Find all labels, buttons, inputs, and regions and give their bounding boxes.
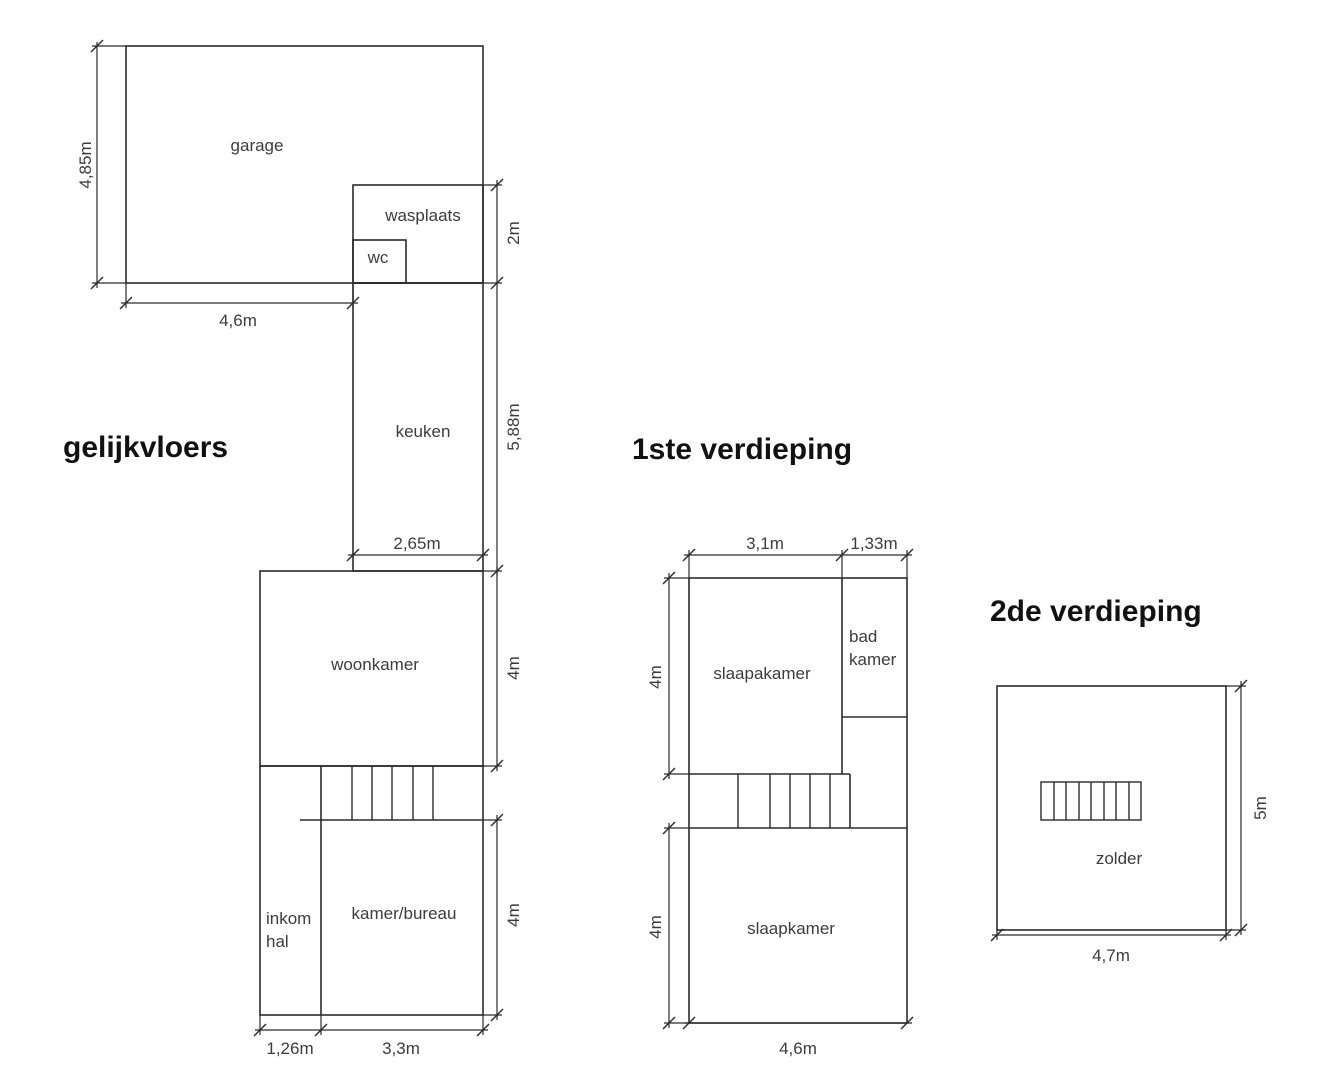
kamer-bureau-width-label: 3,3m [382,1039,420,1058]
ground-floor-dimension-lines [96,42,498,1031]
ground-floor-dimension-labels: 4,85m 4,6m 2m 5,88m 2,65m 4m 4m 1,26m 3,… [76,141,523,1058]
kamer-bureau-depth-label: 4m [504,903,523,927]
tick-mark [90,276,104,290]
tick-mark [662,1016,676,1030]
first-floor-title: 1ste verdieping [632,433,852,466]
first-floor-room-labels: slaapakamer bad kamer slaapkamer [713,627,896,938]
tick-mark [1219,928,1233,942]
tick-mark [1234,679,1248,693]
second-floor-tick-marks [990,679,1248,942]
tick-mark [314,1023,328,1037]
tick-mark [900,1016,914,1030]
tick-mark [490,813,504,827]
slaapkamer-label: slaapkamer [747,919,835,938]
second-floor-title: 2de verdieping [990,595,1202,628]
first-floor-dimension-labels: 3,1m 1,33m 4m 4m 4,6m [646,534,898,1058]
first-floor-plan: 1ste verdieping [632,433,914,1058]
slaapakamer-depth-label: 4m [646,665,665,689]
tick-mark [346,548,360,562]
garage-walls [125,45,484,284]
kamer-bureau-label: kamer/bureau [352,904,457,923]
tick-mark [253,1023,267,1037]
tick-mark [1234,923,1248,937]
keuken-width-label: 2,65m [393,534,440,553]
ground-floor-title: gelijkvloers [63,431,228,464]
tick-mark [990,928,1004,942]
tick-mark [662,571,676,585]
wc-label: wc [367,248,389,267]
tick-mark [490,759,504,773]
garage-depth-label: 4,85m [76,141,95,188]
ground-floor-stairs [351,766,434,820]
first-floor-stairs [737,774,831,828]
tick-mark [835,548,849,562]
tick-mark [90,39,104,53]
tick-mark [662,767,676,781]
second-floor-extension-lines [996,685,1246,940]
tick-mark [662,821,676,835]
first-floor-total-width-label: 4,6m [779,1039,817,1058]
tick-mark [476,548,490,562]
second-floor-plan: 2de verdieping zold [990,595,1270,965]
tick-mark [119,296,133,310]
ground-floor-walls [125,45,484,1016]
wasplaats-walls [352,184,484,284]
woonkamer-label: woonkamer [330,655,419,674]
inkom-hal-width-label: 1,26m [266,1039,313,1058]
garage-label: garage [231,136,284,155]
garage-width-label: 4,6m [219,311,257,330]
zolder-width-label: 4,7m [1092,946,1130,965]
tick-mark [346,296,360,310]
inkom-hal-label-line2: hal [266,932,289,951]
keuken-label: keuken [396,422,451,441]
first-floor-extension-lines [664,550,908,1024]
tick-mark [490,276,504,290]
tick-mark [900,548,914,562]
zolder-label: zolder [1096,849,1143,868]
wasplaats-label: wasplaats [384,206,461,225]
woonkamer-depth-label: 4m [504,656,523,680]
badkamer-label-line1: bad [849,627,877,646]
first-floor-dimension-lines [668,554,912,1028]
zolder-depth-label: 5m [1251,796,1270,820]
keuken-depth-label: 5,88m [504,403,523,450]
slaapkamer-depth-label: 4m [646,915,665,939]
tick-mark [490,564,504,578]
badkamer-label-line2: kamer [849,650,897,669]
tick-mark [476,1023,490,1037]
tick-mark [490,178,504,192]
first-floor-tick-marks [662,548,914,1030]
ground-floor-tick-marks [90,39,504,1037]
inkom-hal-label-line1: inkom [266,909,311,928]
slaapakamer-label: slaapakamer [713,664,811,683]
tick-mark [682,1016,696,1030]
badkamer-width-label: 1,33m [850,534,897,553]
wasplaats-depth-label: 2m [504,221,523,245]
second-floor-dimension-lines [992,681,1242,936]
slaapakamer-width-label: 3,1m [746,534,784,553]
second-floor-stairs [1040,781,1142,821]
ground-floor-room-labels: garage wasplaats wc keuken woonkamer ink… [231,136,461,951]
zolder-walls [996,685,1227,931]
tick-mark [490,1008,504,1022]
tick-mark [682,548,696,562]
ground-floor-plan: gelijkvloers [63,39,523,1058]
